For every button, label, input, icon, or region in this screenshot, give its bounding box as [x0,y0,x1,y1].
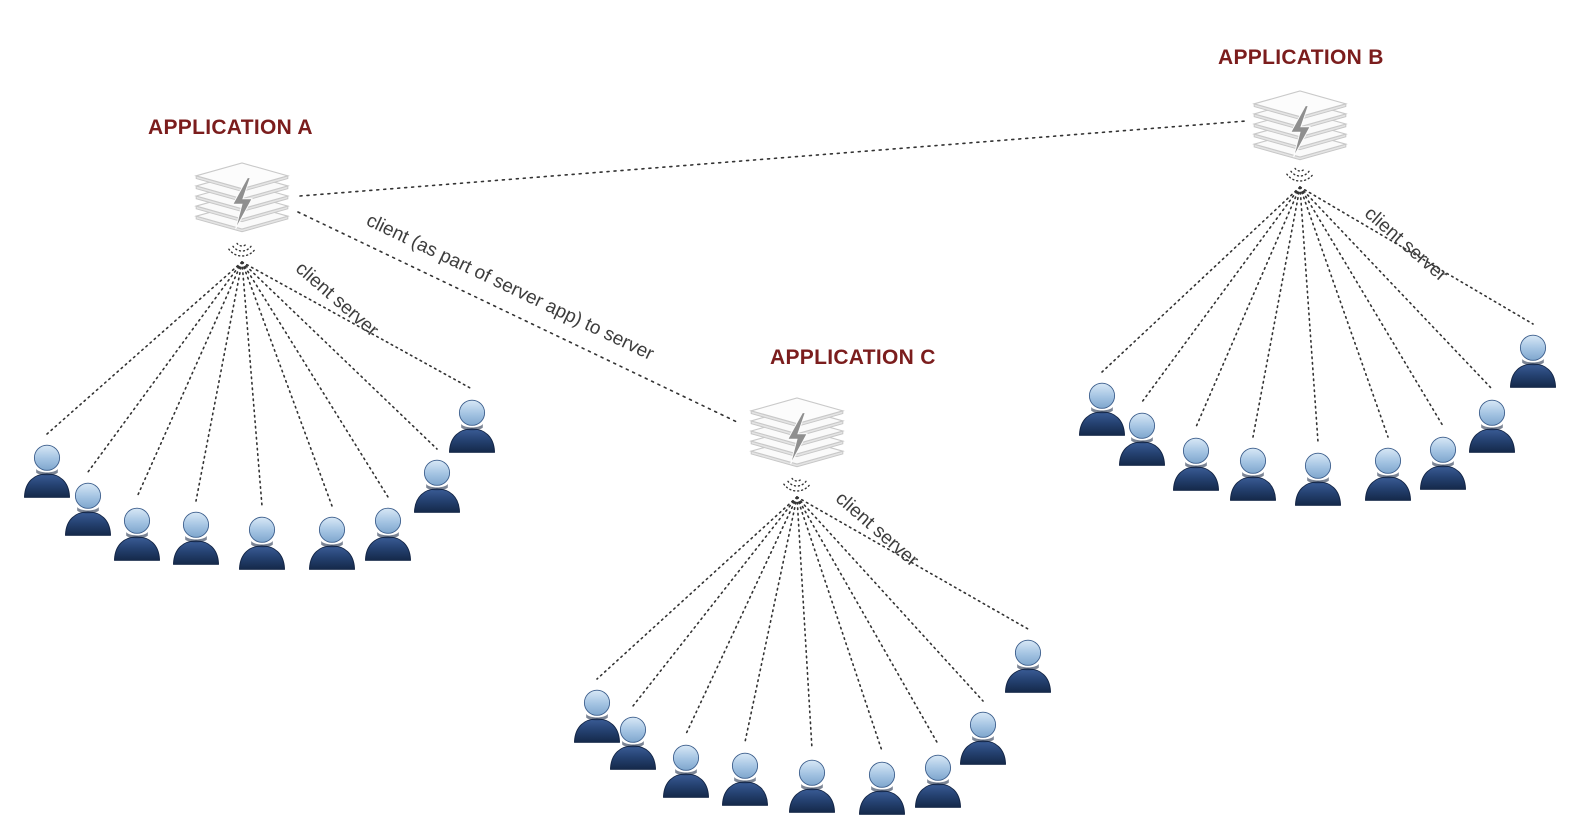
dotted-connector [1299,186,1319,443]
dotted-connector [1299,186,1534,325]
dotted-connector [241,261,438,450]
person-glyph [718,748,772,806]
dotted-connector [1101,186,1301,373]
server-stack-glyph [742,387,852,475]
dotted-connector [297,211,738,423]
dotted-connector [796,496,1029,630]
user-icon [718,748,772,806]
application-b-title: APPLICATION B [1218,46,1384,69]
dotted-connector [136,261,243,498]
person-glyph [785,755,839,813]
dotted-connector [299,120,1247,197]
dotted-connector [685,496,798,735]
person-glyph [659,740,713,798]
dotted-connector [632,496,798,707]
user-icon [606,712,660,770]
person-glyph [606,712,660,770]
dotted-connector [1299,186,1444,427]
person-glyph [956,707,1010,765]
person-glyph [1001,635,1055,693]
dotted-connector [796,496,984,702]
dotted-connector [796,496,939,745]
dotted-connector [241,261,473,390]
dotted-connector [241,261,389,498]
user-icon [855,757,909,815]
fan-origin-arc [791,477,803,482]
dotted-connector [1299,186,1389,438]
dotted-connector [1299,186,1493,390]
dotted-connector [46,261,243,435]
client-server-label-c: client server [831,488,923,572]
dotted-connector [796,496,813,750]
dotted-connector [241,261,333,507]
dotted-connector [87,261,243,473]
dotted-connector [1195,186,1301,428]
application-a-title: APPLICATION A [148,116,313,139]
dotted-connector [744,496,798,743]
server-c-icon [742,387,852,475]
dotted-connector [241,261,263,507]
person-glyph [855,757,909,815]
dotted-connector [796,496,883,752]
dotted-connector [195,261,243,502]
dotted-connector [1252,186,1301,438]
user-icon [1001,635,1055,693]
dotted-connector [596,496,798,680]
application-c-title: APPLICATION C [770,346,936,369]
fan-origin-arc [1294,167,1306,172]
user-icon [956,707,1010,765]
user-icon [785,755,839,813]
fan-origin-arc [236,242,248,247]
dotted-connector [1141,186,1301,403]
user-icon [659,740,713,798]
